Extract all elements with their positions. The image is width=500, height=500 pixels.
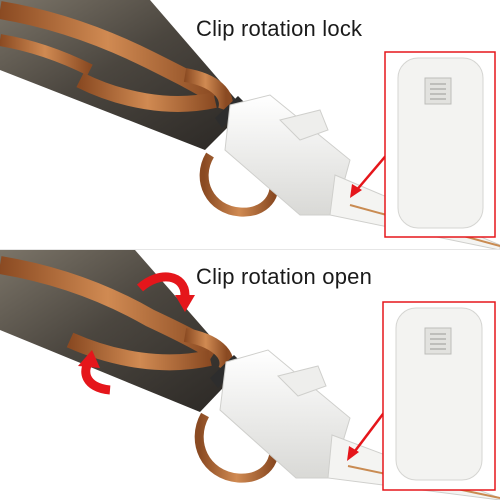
barrel bbox=[0, 0, 245, 150]
caption-clip-rotation-lock: Clip rotation lock bbox=[196, 16, 363, 41]
curling-iron-lock-illustration bbox=[0, 0, 500, 250]
hair-strand bbox=[66, 332, 212, 371]
callout-handle-detail bbox=[397, 57, 484, 229]
caption-clip-rotation-open: Clip rotation open bbox=[196, 264, 373, 289]
rotation-arrow-icon bbox=[136, 272, 190, 296]
curling-iron-open-illustration bbox=[0, 250, 500, 500]
clip-lever bbox=[279, 109, 329, 141]
callout-pointer-arrow-head bbox=[347, 446, 359, 461]
barrel bbox=[0, 250, 240, 412]
rotation-arrow-head bbox=[78, 350, 100, 368]
hair-loop bbox=[194, 412, 279, 483]
panel-clip-open: Clip rotation open bbox=[0, 250, 500, 500]
panel-divider bbox=[0, 249, 500, 250]
clip-lever bbox=[277, 365, 327, 397]
hair-strand bbox=[0, 34, 93, 76]
callout-pointer-arrow-head bbox=[350, 184, 362, 198]
callout-lock-slider bbox=[424, 77, 452, 105]
handle bbox=[224, 94, 351, 216]
callout-handle-detail bbox=[395, 307, 483, 481]
rotation-arrow-head bbox=[175, 295, 195, 312]
hair-strand bbox=[76, 72, 217, 112]
hair-strand bbox=[183, 68, 233, 113]
hair-loop bbox=[199, 152, 279, 217]
callout-lock-slider bbox=[424, 327, 452, 355]
panel-clip-lock: Clip rotation lock bbox=[0, 0, 500, 250]
